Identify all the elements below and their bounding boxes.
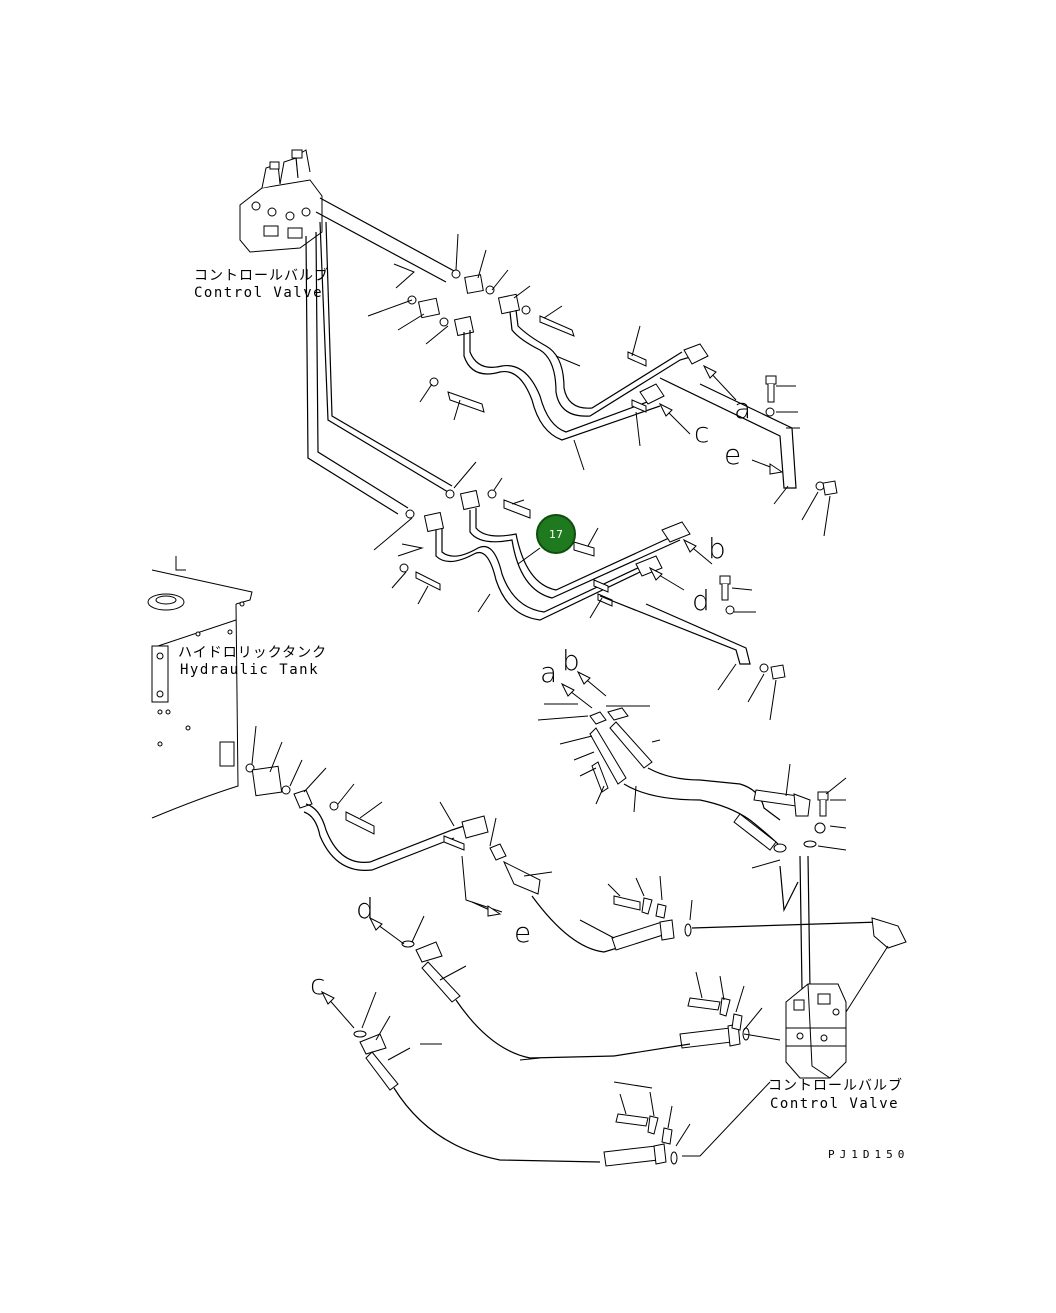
svg-text:a: a <box>540 656 557 689</box>
svg-text:d: d <box>692 584 710 617</box>
drawing-code: PJ1D150 <box>828 1148 909 1161</box>
svg-text:e: e <box>724 438 741 471</box>
svg-text:c: c <box>694 416 709 449</box>
svg-text:コントロールバルブ: コントロールバルブ <box>768 1077 903 1094</box>
control-valve-bottom <box>785 917 907 1079</box>
lower-leader-lines <box>251 703 847 1157</box>
middle-leader-lines <box>373 461 777 721</box>
top-control-valve-label: コントロールバルブ Control Valve <box>194 267 329 301</box>
svg-text:b: b <box>708 532 726 565</box>
middle-arrows <box>648 538 713 591</box>
svg-text:b: b <box>562 644 580 677</box>
middle-connection-letters: b d <box>692 532 726 617</box>
hydraulic-tank-label: ハイドロリックタンク Hydraulic Tank <box>178 645 327 678</box>
svg-text:c: c <box>310 968 325 1001</box>
bottom-control-valve-label: コントロールバルブ Control Valve <box>768 1077 903 1112</box>
middle-pipe-group <box>399 489 786 680</box>
svg-text:Control Valve: Control Valve <box>194 285 323 301</box>
svg-text:Hydraulic Tank: Hydraulic Tank <box>180 662 319 678</box>
svg-text:Control Valve: Control Valve <box>770 1096 899 1112</box>
control-valve-top <box>239 149 323 253</box>
lower-connection-letters: a b d e c <box>310 644 580 1001</box>
callout-number[interactable]: 17 <box>549 528 563 541</box>
upper-leader-lines <box>367 233 831 537</box>
top-feed-pipes <box>305 197 457 515</box>
svg-text:e: e <box>514 916 531 949</box>
upper-arrows <box>658 364 784 475</box>
svg-text:コントロールバルブ: コントロールバルブ <box>194 267 329 284</box>
upper-connection-letters: a c e <box>694 392 751 471</box>
lower-arrows <box>320 670 607 1029</box>
hydraulic-tank <box>147 556 253 819</box>
part-callout-17[interactable]: 17 <box>536 514 576 554</box>
svg-text:d: d <box>356 892 374 925</box>
callout-circle[interactable] <box>536 514 576 554</box>
svg-text:a: a <box>734 392 751 425</box>
lower-pipe-group <box>245 707 881 1167</box>
svg-text:ハイドロリックタンク: ハイドロリックタンク <box>178 645 327 661</box>
upper-pipe-group <box>407 269 838 496</box>
